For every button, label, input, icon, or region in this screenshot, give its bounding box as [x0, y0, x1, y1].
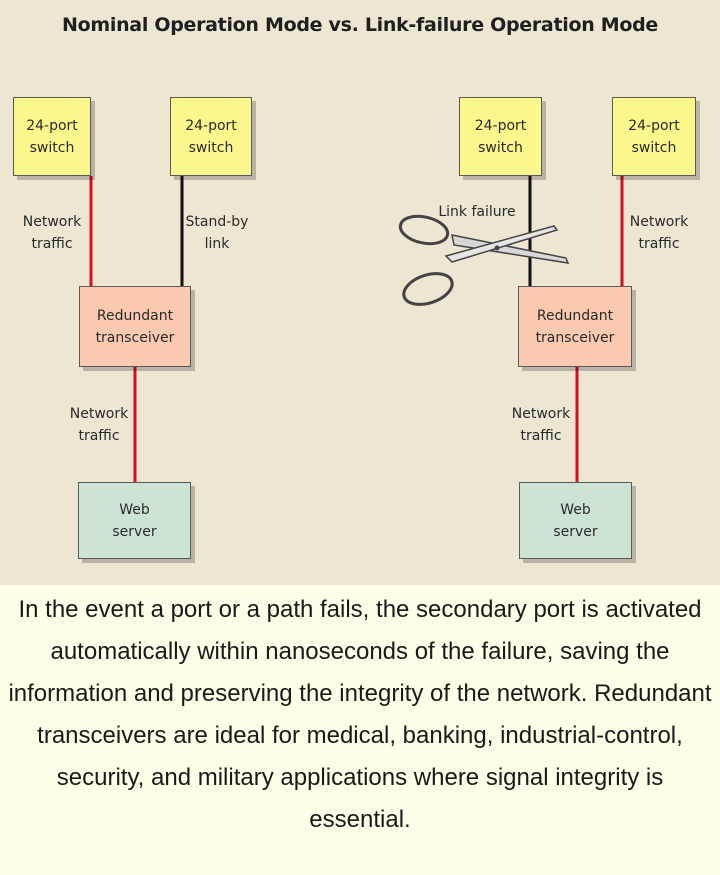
left-network-traffic-bottom-line2: traffic [78, 428, 120, 444]
right-network-traffic-top-label: Network traffic [624, 211, 694, 255]
right-switch-a-line2: switch [478, 139, 523, 156]
left-standby-line2: link [204, 236, 230, 252]
right-transceiver-line1: Redundant [536, 307, 614, 324]
right-link-failure-label: Link failure [438, 204, 516, 220]
right-network-traffic-bottom-line1: Network [511, 406, 571, 422]
left-transceiver-line2: transceiver [95, 329, 175, 346]
right-switch-b-line1: 24-port [628, 117, 680, 134]
right-switch-b-line2: switch [631, 139, 677, 156]
right-web-server: Web server [519, 482, 632, 559]
left-switch-a-line2: switch [29, 139, 75, 156]
left-switch-a-line1: 24-port [26, 117, 78, 134]
right-network-traffic-top-line1: Network [629, 214, 689, 230]
right-server-line2: server [553, 523, 598, 540]
connection-lines [89, 176, 624, 482]
right-network-traffic-bottom-label: Network traffic [506, 403, 576, 447]
right-switch-b: 24-port switch [612, 97, 696, 176]
left-switch-b-line2: switch [188, 139, 234, 156]
left-network-traffic-bottom-label: Network traffic [64, 403, 134, 447]
left-switch-b: 24-port switch [170, 97, 252, 176]
left-transceiver-line1: Redundant [96, 307, 174, 324]
left-standby-label: Stand-by link [184, 211, 250, 255]
caption-area: In the event a port or a path fails, the… [0, 586, 720, 875]
caption-text: In the event a port or a path fails, the… [8, 596, 712, 833]
left-switch-b-line1: 24-port [185, 117, 237, 134]
right-server-line1: Web [560, 501, 591, 518]
right-transceiver-line2: transceiver [535, 329, 615, 346]
left-network-traffic-top-line1: Network [22, 214, 82, 230]
right-network-traffic-bottom-line2: traffic [520, 428, 562, 444]
scissors-icon [398, 214, 570, 306]
right-switch-a-line1: 24-port [474, 117, 527, 134]
left-standby-line1: Stand-by [185, 214, 249, 230]
left-network-traffic-bottom-line1: Network [69, 406, 129, 422]
left-switch-a: 24-port switch [13, 97, 91, 176]
diagram-figure: Nominal Operation Mode vs. Link-failure … [0, 0, 720, 585]
right-network-traffic-top-line2: traffic [638, 236, 680, 252]
left-redundant-transceiver: Redundant transceiver [79, 286, 191, 367]
right-switch-a: 24-port switch [459, 97, 542, 176]
left-server-line2: server [112, 523, 157, 540]
left-web-server: Web server [78, 482, 191, 559]
diagram-title: Nominal Operation Mode vs. Link-failure … [62, 14, 658, 36]
left-network-traffic-top-line2: traffic [31, 236, 73, 252]
left-server-line1: Web [119, 501, 150, 518]
right-redundant-transceiver: Redundant transceiver [518, 286, 632, 367]
left-network-traffic-top-label: Network traffic [20, 211, 84, 255]
